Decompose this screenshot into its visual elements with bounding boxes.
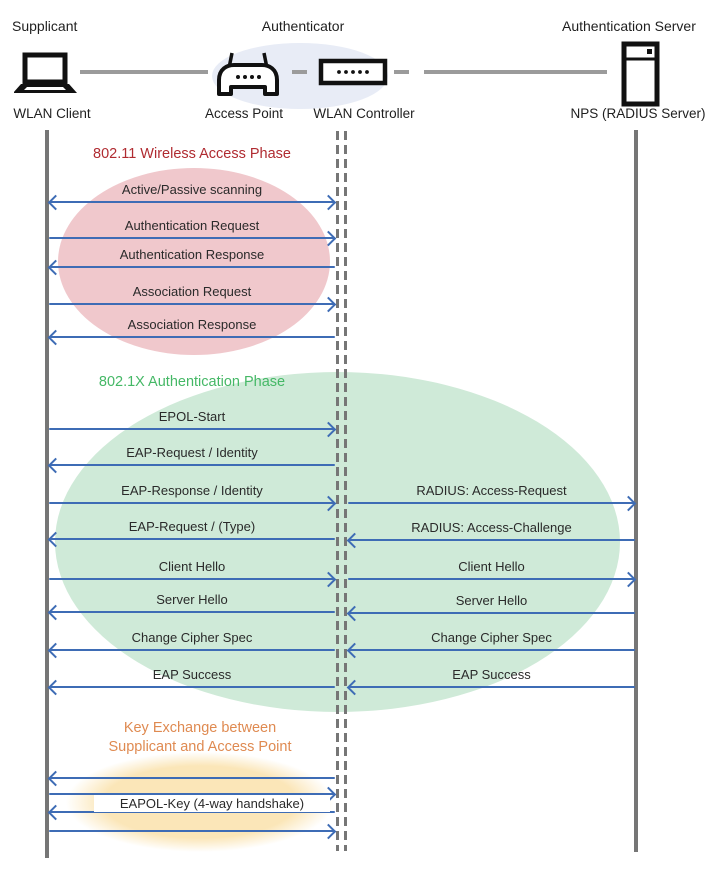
msg-epol-start: EPOL-Start [49, 404, 335, 430]
server-icon [621, 41, 660, 107]
arrow-left [49, 463, 335, 466]
arrow-left [49, 537, 335, 540]
msg-eap-request-identity: EAP-Request / Identity [49, 440, 335, 466]
arrow-right [49, 427, 335, 430]
msg-radius-access-challenge: RADIUS: Access-Challenge [348, 515, 635, 541]
arrow-right [49, 302, 335, 305]
arrow-left [348, 538, 635, 541]
lifeline-nps [634, 130, 638, 852]
arrow-right [49, 501, 335, 504]
arrow-left [49, 335, 335, 338]
arrow-right [49, 792, 335, 795]
connector-ap-controller [292, 70, 307, 74]
role-label-authenticator: Authenticator [261, 18, 345, 34]
laptop-icon [14, 52, 77, 93]
device-label-access-point: Access Point [204, 106, 284, 121]
msg-server-hello-right: Server Hello [348, 588, 635, 614]
msg-eap-success-right: EAP Success [348, 662, 635, 688]
msg-radius-access-request: RADIUS: Access-Request [348, 478, 635, 504]
phase3-title-line1: Key Exchange between [123, 720, 277, 736]
arrow-left [49, 776, 335, 779]
msg-client-hello-right: Client Hello [348, 554, 635, 580]
connector-controller-server [424, 70, 607, 74]
phase1-title: 802.11 Wireless Access Phase [93, 146, 291, 162]
msg-4way-handshake-2 [49, 769, 335, 795]
msg-server-hello-left: Server Hello [49, 587, 335, 613]
connector-client-ap [80, 70, 208, 74]
arrow-right [49, 577, 335, 580]
arrow-both [49, 200, 335, 203]
arrow-left [348, 685, 635, 688]
msg-active-passive-scanning: Active/Passive scanning [49, 177, 335, 203]
arrow-left [49, 265, 335, 268]
arrow-right [348, 501, 635, 504]
msg-authentication-response: Authentication Response [49, 242, 335, 268]
access-point-icon [217, 52, 279, 96]
phase3-title-line2: Supplicant and Access Point [108, 739, 292, 755]
arrow-left [348, 648, 635, 651]
msg-association-request: Association Request [49, 279, 335, 305]
device-label-wlan-client: WLAN Client [13, 106, 91, 121]
msg-eap-response-identity: EAP-Response / Identity [49, 478, 335, 504]
arrow-right [49, 829, 335, 832]
device-label-wlan-controller: WLAN Controller [313, 106, 415, 121]
msg-eap-success-left: EAP Success [49, 662, 335, 688]
connector-controller-dash [394, 70, 409, 74]
wlan-controller-icon [318, 58, 388, 86]
msg-change-cipher-spec-right: Change Cipher Spec [348, 625, 635, 651]
role-label-supplicant: Supplicant [12, 18, 78, 34]
eapol-key-label: EAPOL-Key (4-way handshake) [94, 795, 330, 812]
arrow-left [348, 611, 635, 614]
msg-change-cipher-spec-left: Change Cipher Spec [49, 625, 335, 651]
lifeline-wlan-controller-left [336, 131, 339, 851]
msg-4way-handshake-4 [49, 806, 335, 832]
arrow-left [49, 648, 335, 651]
device-label-nps: NPS (RADIUS Server) [570, 106, 706, 121]
lifeline-wlan-client [45, 130, 49, 858]
msg-4way-handshake-1 [49, 753, 335, 779]
phase2-title: 802.1X Authentication Phase [98, 374, 286, 390]
msg-client-hello-left: Client Hello [49, 554, 335, 580]
arrow-left [49, 685, 335, 688]
arrow-right [49, 236, 335, 239]
phase1-ellipse [58, 168, 330, 355]
msg-authentication-request: Authentication Request [49, 213, 335, 239]
msg-eap-request-type: EAP-Request / (Type) [49, 514, 335, 540]
msg-association-response: Association Response [49, 312, 335, 338]
lifeline-wlan-controller-right [344, 131, 347, 851]
arrow-right [348, 577, 635, 580]
arrow-left [49, 610, 335, 613]
role-label-authentication-server: Authentication Server [562, 18, 696, 34]
